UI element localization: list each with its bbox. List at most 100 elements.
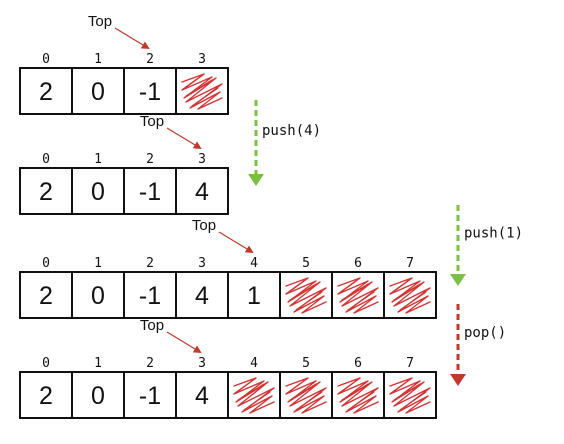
pop-operation-arrow: pop()	[450, 304, 506, 386]
cell-value: 0	[91, 382, 105, 410]
empty-slot-scribble	[285, 277, 327, 314]
empty-slot-scribble	[181, 73, 223, 110]
array-cell: 2-1	[123, 52, 177, 115]
top-label: Top	[140, 317, 164, 334]
cell-value: 1	[247, 282, 261, 310]
cell-box	[71, 371, 125, 419]
array-cell: 6	[331, 256, 385, 319]
cell-index-label: 1	[94, 152, 102, 167]
cell-box	[71, 271, 125, 319]
cell-box	[19, 67, 73, 115]
arrowhead	[450, 274, 466, 286]
cell-index-label: 1	[94, 52, 102, 67]
cell-value: 2	[39, 282, 53, 310]
top-arrow	[218, 231, 254, 254]
cell-value: 0	[91, 282, 105, 310]
cell-index-label: 3	[198, 356, 206, 371]
top-pointer: Top	[140, 317, 202, 354]
operation-label: pop()	[464, 325, 506, 341]
push-operation-arrow: push(1)	[450, 205, 523, 286]
cell-index-label: 0	[42, 356, 50, 371]
top-pointer: Top	[140, 113, 202, 150]
cell-index-label: 6	[354, 256, 362, 271]
array-cell: 6	[331, 356, 385, 419]
array-cell: 02	[19, 256, 73, 319]
cell-index-label: 5	[302, 256, 310, 271]
cell-index-label: 2	[146, 52, 154, 67]
array-cell: 5	[279, 356, 333, 419]
cell-index-label: 7	[406, 356, 414, 371]
empty-slot-scribble	[389, 377, 431, 414]
array-cell: 10	[71, 152, 125, 215]
array-cell: 5	[279, 256, 333, 319]
empty-slot-scribble	[285, 377, 327, 414]
cell-value: 0	[91, 178, 105, 206]
cell-box	[71, 167, 125, 215]
array-cell: 02	[19, 152, 73, 215]
array-cell: 02	[19, 52, 73, 115]
arrowhead	[248, 174, 264, 186]
top-pointer: Top	[192, 217, 254, 254]
cell-value: 4	[195, 382, 209, 410]
cell-box	[123, 67, 177, 115]
cell-index-label: 0	[42, 152, 50, 167]
empty-slot-scribble	[233, 377, 275, 414]
array-cell: 10	[71, 52, 125, 115]
cell-index-label: 3	[198, 152, 206, 167]
array-cell: 10	[71, 256, 125, 319]
array-cell: 02	[19, 356, 73, 419]
cell-box	[71, 67, 125, 115]
operation-label: push(4)	[262, 123, 321, 139]
cell-value: -1	[139, 382, 161, 410]
top-arrow	[166, 331, 202, 354]
cell-index-label: 3	[198, 52, 206, 67]
cell-index-label: 0	[42, 256, 50, 271]
array-cell: 7	[383, 356, 437, 419]
cell-box	[19, 167, 73, 215]
cell-value: 4	[195, 282, 209, 310]
cell-index-label: 2	[146, 356, 154, 371]
array-cell: 3	[175, 52, 229, 115]
cell-value: 4	[195, 178, 209, 206]
cell-index-label: 4	[250, 256, 258, 271]
array-cell: 10	[71, 356, 125, 419]
array-cell: 2-1	[123, 152, 177, 215]
cell-value: 2	[39, 78, 53, 106]
cell-value: 2	[39, 178, 53, 206]
array-cell: 4	[227, 356, 281, 419]
cell-value: 2	[39, 382, 53, 410]
array-cell: 34	[175, 152, 229, 215]
arrowhead	[450, 374, 466, 386]
cell-box	[175, 167, 229, 215]
array-cell: 34	[175, 256, 229, 319]
top-label: Top	[192, 217, 216, 234]
cell-box	[123, 271, 177, 319]
cell-box	[175, 371, 229, 419]
operation-label: push(1)	[464, 226, 523, 242]
cell-box	[19, 371, 73, 419]
cell-box	[227, 271, 281, 319]
cell-index-label: 2	[146, 256, 154, 271]
cell-index-label: 5	[302, 356, 310, 371]
top-label: Top	[140, 113, 164, 130]
top-label: Top	[88, 13, 112, 30]
empty-slot-scribble	[389, 277, 431, 314]
top-arrow	[166, 127, 202, 150]
cell-value: -1	[139, 178, 161, 206]
empty-slot-scribble	[337, 277, 379, 314]
array-cell: 2 -1	[123, 356, 177, 419]
cell-value: 0	[91, 78, 105, 106]
cell-index-label: 4	[250, 356, 258, 371]
cell-index-label: 1	[94, 256, 102, 271]
array-cell: 2-1	[123, 256, 177, 319]
empty-slot-scribble	[337, 377, 379, 414]
cell-index-label: 7	[406, 256, 414, 271]
top-pointer: Top	[88, 13, 150, 50]
array-cell: 41	[227, 256, 281, 319]
